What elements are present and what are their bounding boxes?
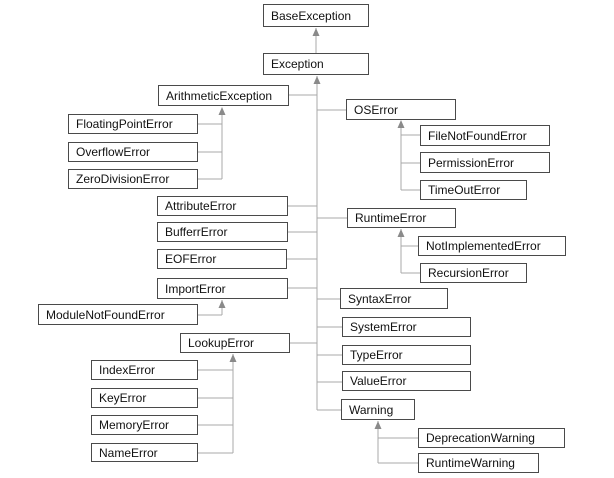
node-system-error: SystemError <box>342 317 471 337</box>
node-exception: Exception <box>263 53 369 75</box>
inheritance-arrowhead-up-icon <box>374 421 382 429</box>
node-lookup-error: LookupError <box>180 333 290 353</box>
node-runtime-warning: RuntimeWarning <box>418 453 539 473</box>
node-bufferr-error: BufferrError <box>157 222 288 242</box>
node-zero-division-error: ZeroDivisionError <box>68 169 198 189</box>
node-value-error: ValueError <box>342 371 471 391</box>
node-file-not-found-error: FileNotFoundError <box>420 125 550 146</box>
inheritance-arrowhead-up-icon <box>218 107 226 115</box>
node-os-error: OSError <box>346 99 456 120</box>
node-warning: Warning <box>341 399 415 420</box>
node-module-not-found-error: ModuleNotFoundError <box>38 304 198 325</box>
node-not-implemented-error: NotImplementedError <box>418 236 566 256</box>
node-syntax-error: SyntaxError <box>340 288 448 309</box>
node-arithmetic-exception: ArithmeticException <box>158 85 289 106</box>
inheritance-arrowhead-up-icon <box>313 76 321 84</box>
node-name-error: NameError <box>91 443 198 462</box>
node-base-exception: BaseException <box>263 4 369 27</box>
node-overflow-error: OverflowError <box>68 142 198 162</box>
node-recursion-error: RecursionError <box>420 263 527 283</box>
inheritance-arrowhead-up-icon <box>397 229 405 237</box>
inheritance-arrowhead-up-icon <box>218 300 226 308</box>
node-runtime-error: RuntimeError <box>347 208 456 228</box>
inheritance-arrowhead-up-icon <box>312 28 320 36</box>
node-key-error: KeyError <box>91 388 198 408</box>
node-memory-error: MemoryError <box>91 415 198 435</box>
node-floating-point-error: FloatingPointError <box>68 114 198 134</box>
node-import-error: ImportError <box>157 278 288 299</box>
node-permission-error: PermissionError <box>420 152 550 173</box>
node-attribute-error: AttributeError <box>157 196 288 216</box>
node-eof-error: EOFError <box>157 249 287 269</box>
inheritance-arrowhead-up-icon <box>229 354 237 362</box>
node-type-error: TypeError <box>342 345 471 365</box>
node-index-error: IndexError <box>91 360 198 380</box>
inheritance-arrowhead-up-icon <box>397 120 405 128</box>
node-deprecation-warning: DeprecationWarning <box>418 428 565 448</box>
node-time-out-error: TimeOutError <box>420 180 527 200</box>
